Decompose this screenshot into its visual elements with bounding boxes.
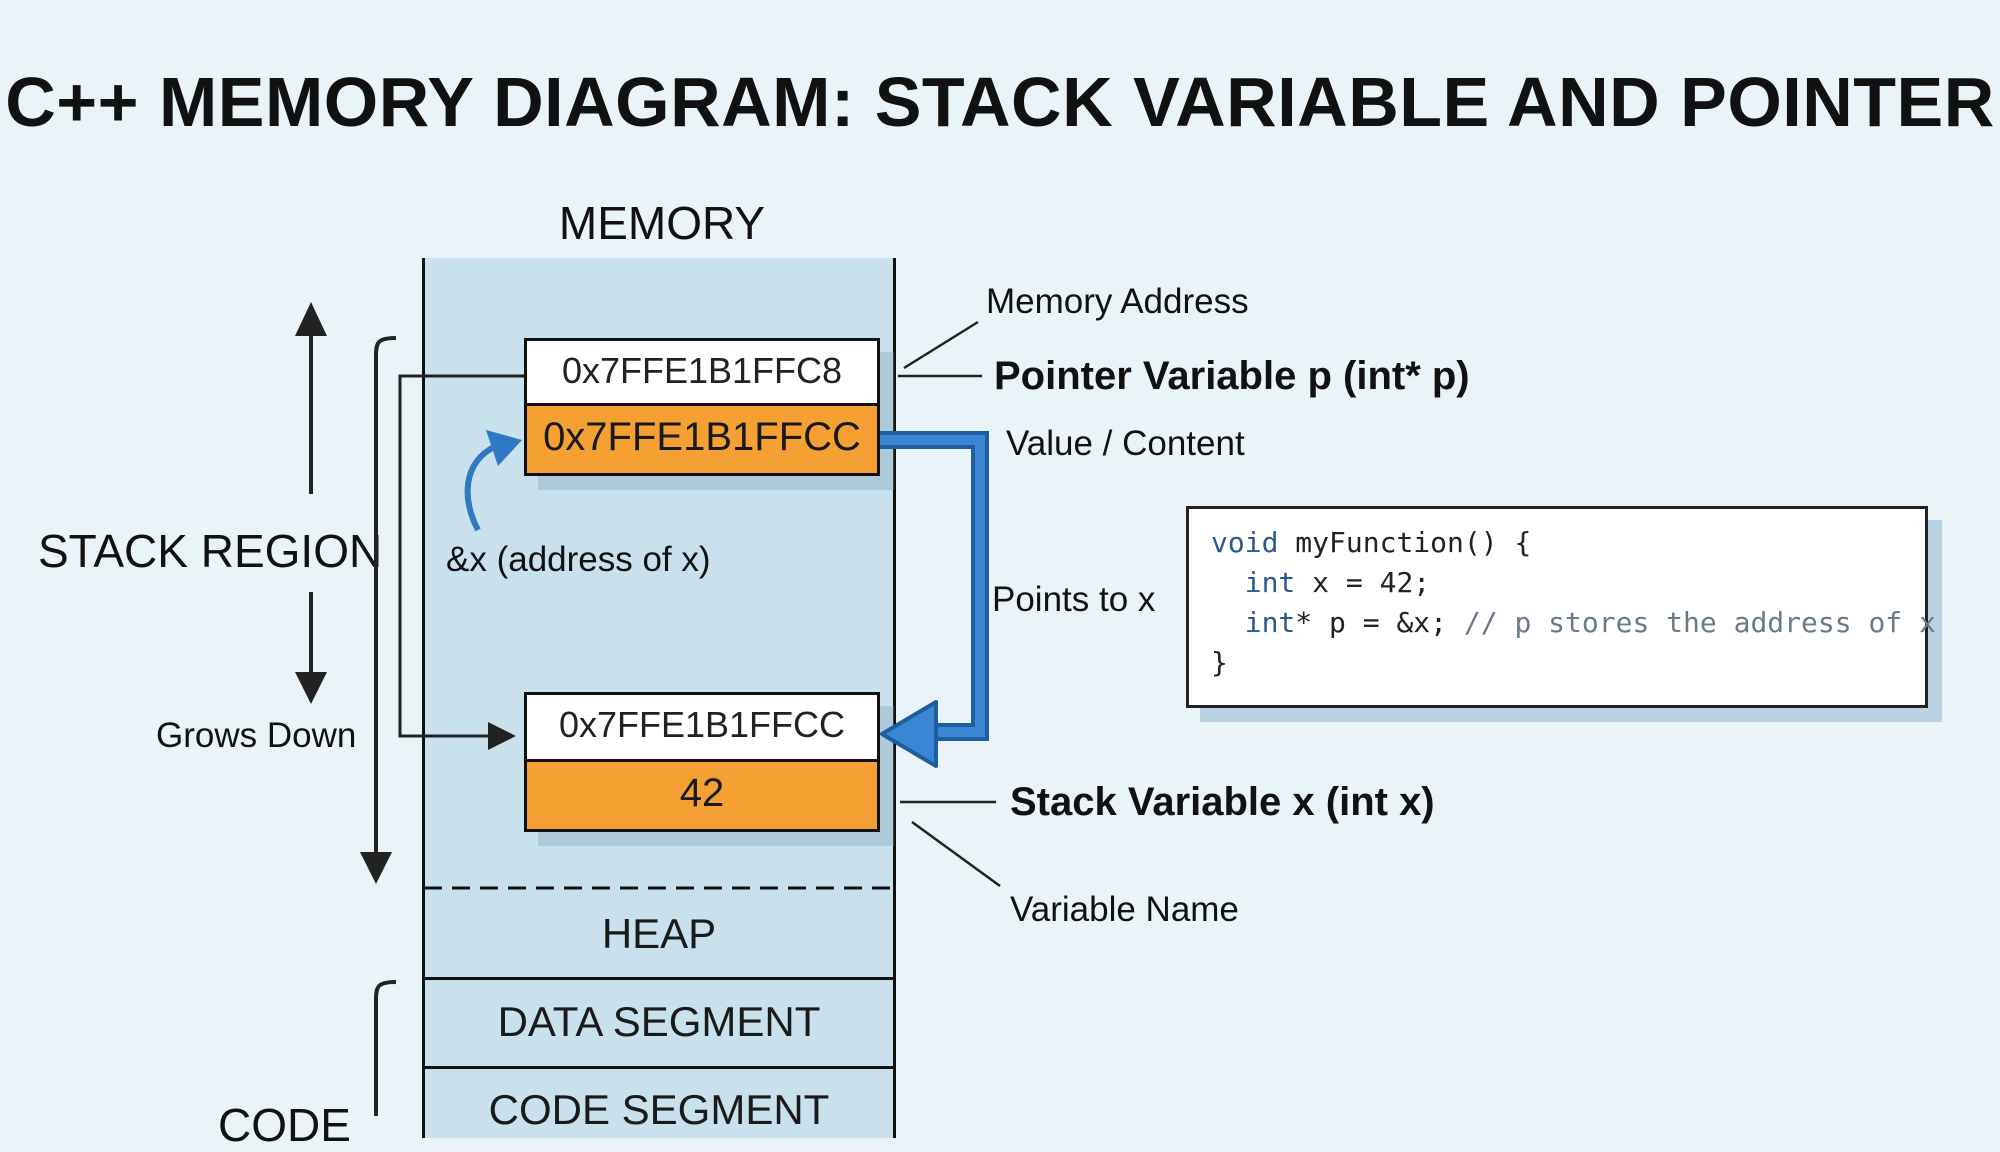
arrow-down-icon <box>295 672 327 704</box>
code-bracket <box>374 980 397 1116</box>
variable-name-annotation: Variable Name <box>1010 890 1239 929</box>
heap-label: HEAP <box>601 910 717 957</box>
address-of-arrow-icon <box>486 430 522 466</box>
stack-variable-annotation: Stack Variable x (int x) <box>1010 780 1435 824</box>
address-link-arrow-icon <box>488 722 516 750</box>
pointer-address-cell: 0x7FFE1B1FFC8 <box>524 338 880 406</box>
pointer-arrow-outline <box>880 431 989 741</box>
pointer-variable-annotation: Pointer Variable p (int* p) <box>994 354 1470 398</box>
heap-data-divider <box>422 977 896 980</box>
stack-bracket <box>374 336 397 862</box>
stack-region-label: STACK REGION <box>38 525 383 577</box>
pointer-arrow-head-icon <box>880 700 938 768</box>
data-code-divider <box>422 1066 896 1069</box>
code-line-4: } <box>1211 646 1228 679</box>
memory-address-leader <box>903 320 979 370</box>
variable-address-cell: 0x7FFE1B1FFCC <box>524 692 880 762</box>
memory-address-annotation: Memory Address <box>986 282 1249 321</box>
variable-value-cell: 42 <box>524 762 880 832</box>
diagram-connectors <box>295 302 1001 1116</box>
points-to-annotation: Points to x <box>992 580 1156 619</box>
memory-label: MEMORY <box>558 197 766 249</box>
pointer-value-cell: 0x7FFE1B1FFCC <box>524 406 880 476</box>
pointer-arrow <box>880 435 985 737</box>
code-line-1: void myFunction() { <box>1211 526 1532 559</box>
address-of-label: &x (address of x) <box>446 540 711 579</box>
data-segment-label: DATA SEGMENT <box>497 998 821 1045</box>
code-line-3: int* p = &x; // p stores the address of … <box>1244 606 1936 639</box>
value-content-annotation: Value / Content <box>1006 424 1245 463</box>
arrow-up-icon <box>295 302 327 336</box>
diagram-title: C++ MEMORY DIAGRAM: STACK VARIABLE AND P… <box>5 63 1995 141</box>
stack-bracket-arrow-icon <box>360 852 392 884</box>
variable-name-leader <box>911 820 1001 888</box>
address-of-curve <box>464 443 498 532</box>
code-snippet-box: void myFunction() { int x = 42; int* p =… <box>1186 506 1936 708</box>
code-line-2: int x = 42; <box>1244 566 1431 599</box>
grows-down-label: Grows Down <box>156 716 357 755</box>
address-link-line <box>398 374 524 738</box>
